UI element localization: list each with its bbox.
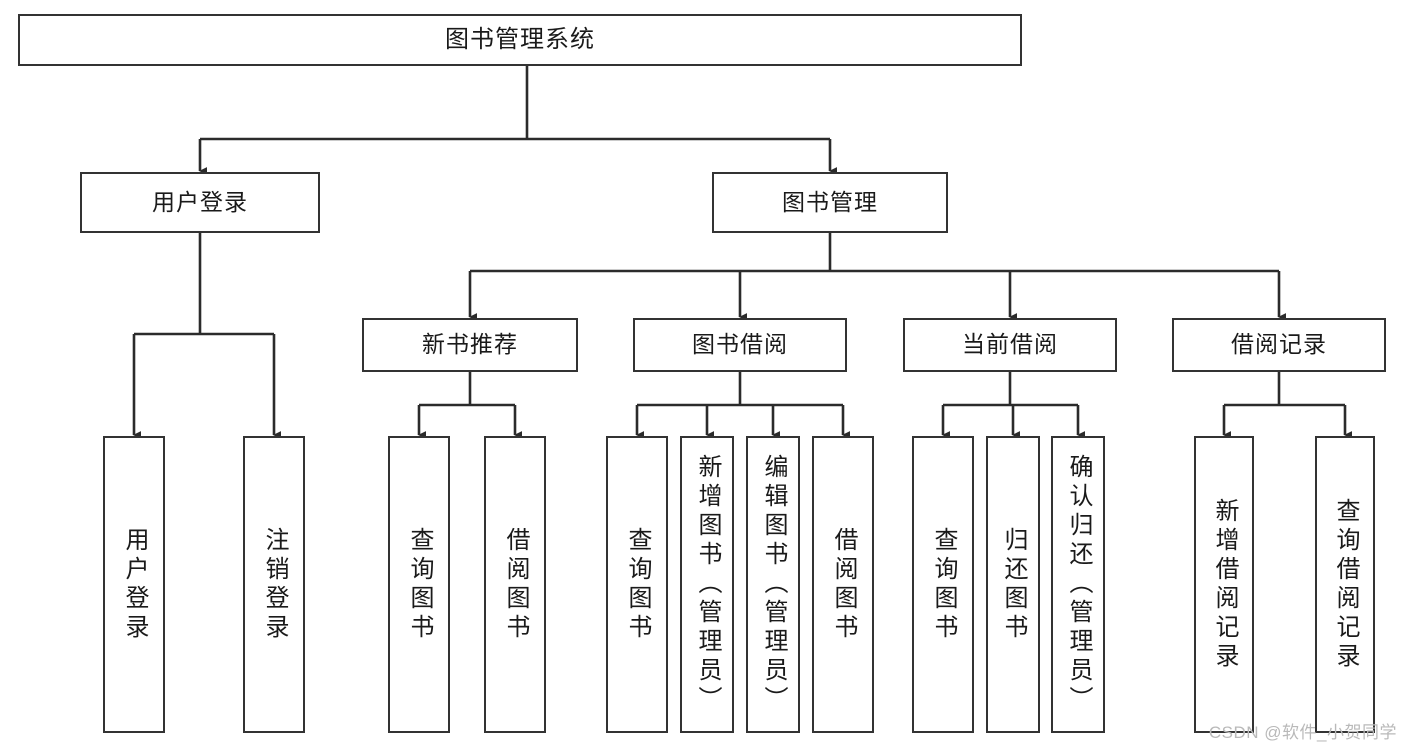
leaf-current-query-book-label: 查询图书	[930, 526, 957, 643]
leaf-current-return-book[interactable]: 归还图书	[986, 436, 1040, 733]
node-book-management-module-label: 图书管理	[782, 188, 878, 215]
node-book-borrow[interactable]: 图书借阅	[633, 318, 847, 372]
leaf-borrow-add-book-label: 新增图书（管理员）	[694, 454, 721, 715]
leaf-borrow-query-book-label: 查询图书	[624, 526, 651, 643]
leaf-new-query-book[interactable]: 查询图书	[388, 436, 450, 733]
node-book-management-module[interactable]: 图书管理	[712, 172, 948, 233]
node-current-borrow-label: 当前借阅	[962, 331, 1058, 358]
node-borrow-record-label: 借阅记录	[1231, 331, 1327, 358]
node-root-label: 图书管理系统	[445, 25, 595, 53]
node-borrow-record[interactable]: 借阅记录	[1172, 318, 1386, 372]
leaf-new-borrow-book[interactable]: 借阅图书	[484, 436, 546, 733]
leaf-record-query[interactable]: 查询借阅记录	[1315, 436, 1375, 733]
node-user-login-module[interactable]: 用户登录	[80, 172, 320, 233]
leaf-borrow-borrow-book-label: 借阅图书	[830, 526, 857, 643]
node-book-borrow-label: 图书借阅	[692, 331, 788, 358]
leaf-borrow-query-book[interactable]: 查询图书	[606, 436, 668, 733]
leaf-user-login[interactable]: 用户登录	[103, 436, 165, 733]
leaf-current-confirm-return-label: 确认归还（管理员）	[1065, 454, 1092, 715]
node-current-borrow[interactable]: 当前借阅	[903, 318, 1117, 372]
node-new-book-recommend[interactable]: 新书推荐	[362, 318, 578, 372]
leaf-current-confirm-return[interactable]: 确认归还（管理员）	[1051, 436, 1105, 733]
leaf-user-logout-label: 注销登录	[261, 526, 288, 643]
node-user-login-module-label: 用户登录	[152, 188, 248, 215]
node-root[interactable]: 图书管理系统	[18, 14, 1022, 66]
leaf-borrow-borrow-book[interactable]: 借阅图书	[812, 436, 874, 733]
leaf-record-add[interactable]: 新增借阅记录	[1194, 436, 1254, 733]
leaf-current-query-book[interactable]: 查询图书	[912, 436, 974, 733]
leaf-borrow-edit-book[interactable]: 编辑图书（管理员）	[746, 436, 800, 733]
leaf-new-borrow-book-label: 借阅图书	[502, 526, 529, 643]
leaf-user-login-label: 用户登录	[121, 526, 148, 643]
leaf-user-logout[interactable]: 注销登录	[243, 436, 305, 733]
leaf-current-return-book-label: 归还图书	[1000, 526, 1027, 643]
leaf-borrow-edit-book-label: 编辑图书（管理员）	[760, 454, 787, 715]
leaf-record-add-label: 新增借阅记录	[1211, 497, 1238, 672]
leaf-borrow-add-book[interactable]: 新增图书（管理员）	[680, 436, 734, 733]
node-new-book-recommend-label: 新书推荐	[422, 331, 518, 358]
leaf-record-query-label: 查询借阅记录	[1332, 497, 1359, 672]
leaf-new-query-book-label: 查询图书	[406, 526, 433, 643]
csdn-watermark: CSDN @软件_小贺同学	[1208, 723, 1397, 742]
